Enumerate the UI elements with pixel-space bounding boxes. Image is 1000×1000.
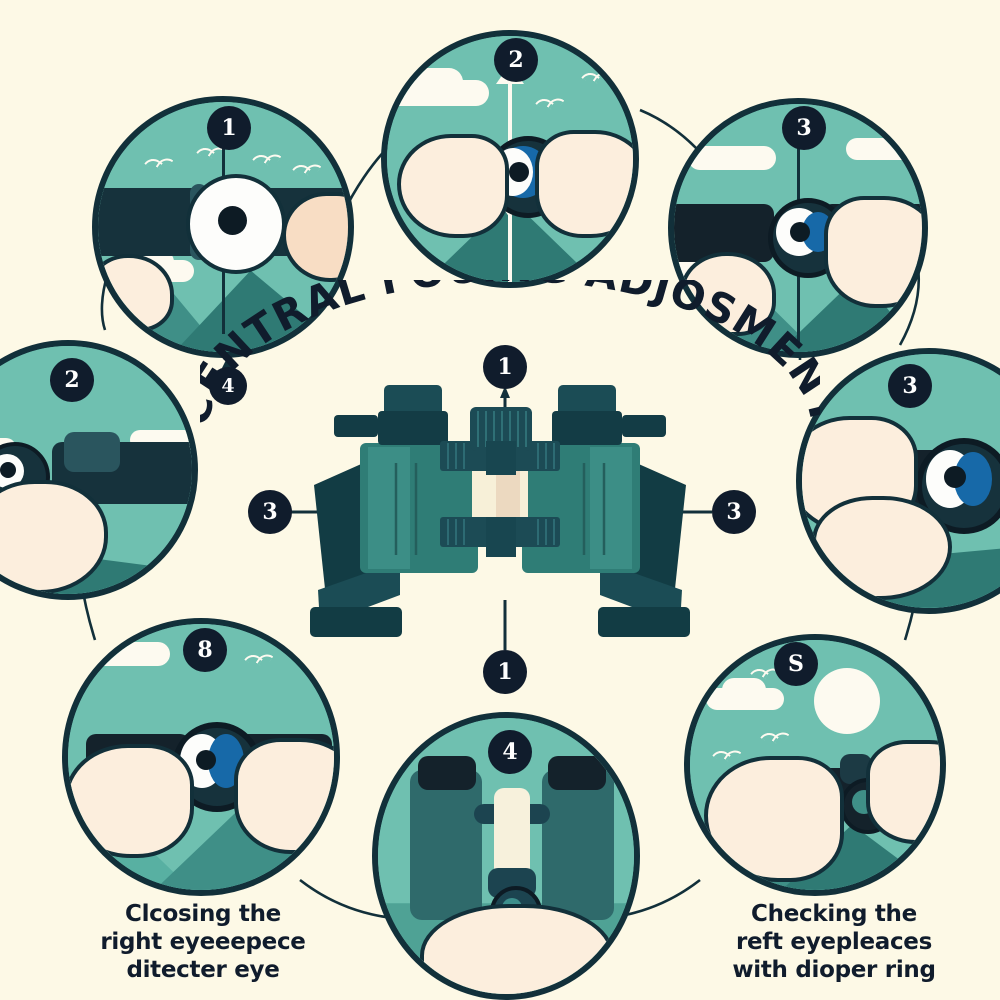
callout-badge-left: 3 — [248, 490, 292, 534]
bird-icon — [762, 732, 788, 742]
eyecup-left — [418, 756, 476, 790]
cloud-shape — [74, 642, 170, 666]
bird-icon — [583, 72, 609, 82]
arrow-down-line — [508, 188, 512, 282]
cloud-shape — [688, 146, 776, 170]
bird-icon — [246, 654, 272, 664]
hand-left — [98, 254, 174, 332]
callout-badge-bottom: 1 — [483, 650, 527, 694]
hand-gripping — [0, 480, 108, 594]
hand-left — [397, 134, 509, 238]
eye-pupil — [196, 750, 216, 770]
callout-badge-top: 1 — [483, 345, 527, 389]
panel-badge: 3 — [782, 106, 826, 150]
bird-icon — [714, 750, 740, 760]
cloud-shape — [846, 138, 922, 160]
binocular-barrel-right — [542, 770, 614, 920]
hand-adjusting — [420, 904, 614, 994]
caption-right: Checking the reft eyepleaces with dioper… — [700, 900, 968, 984]
panel-badge: 3 — [888, 364, 932, 408]
eye-pupil — [944, 466, 966, 488]
caption-right-line2: reft eyepleaces — [735, 929, 933, 956]
panel-badge: 1 — [207, 106, 251, 150]
bird-icon — [294, 164, 320, 174]
panel-badge: 4 — [488, 730, 532, 774]
scene-eyepiece-adjust — [674, 104, 922, 352]
panel-bottom-center[interactable]: 4 — [372, 712, 640, 1000]
panel-top-left[interactable]: 1 — [92, 96, 354, 358]
hand-right — [824, 196, 922, 308]
caption-right-line1: Checking the — [751, 901, 917, 927]
scene-barrel-grip — [0, 346, 192, 594]
panel-badge: 2 — [50, 358, 94, 402]
caption-left-line3: ditecter eye — [126, 957, 280, 984]
panel-badge: 2 — [494, 38, 538, 82]
scene-eyepiece-blue-eye — [802, 354, 1000, 608]
binocular-barrel-left — [410, 770, 482, 920]
connector-badge-up-arrow: 4 — [209, 367, 247, 405]
caption-left-line1: Clcosing the — [125, 901, 281, 927]
hand-right — [234, 738, 334, 854]
arrow-up-line — [508, 72, 512, 144]
bird-icon — [537, 98, 563, 108]
hand-left — [704, 756, 844, 882]
callout-badge-right: 3 — [712, 490, 756, 534]
caption-left-line2: right eyeeepece — [100, 929, 306, 956]
eye-pupil — [790, 222, 810, 242]
cloud-shape — [409, 68, 463, 96]
binocular-prism-housing — [64, 432, 120, 472]
sun-shape — [814, 668, 880, 734]
scene-focus-wheel-turn — [378, 718, 634, 994]
bird-icon — [146, 158, 172, 168]
panel-badge: 8 — [183, 628, 227, 672]
hand-right — [812, 496, 952, 600]
panel-mid-right[interactable]: 3 — [796, 348, 1000, 614]
bird-icon — [254, 154, 280, 164]
hand-right — [866, 740, 940, 844]
eye-pupil — [0, 462, 16, 478]
scene-sun-and-binoculars — [690, 640, 940, 890]
panel-top-right[interactable]: 3 — [668, 98, 928, 358]
panel-bottom-left[interactable]: 8 — [62, 618, 340, 896]
hand-left — [68, 744, 194, 858]
eyecup-right — [548, 756, 606, 790]
panel-top-center[interactable]: 2 — [381, 30, 639, 288]
panel-badge: S — [774, 642, 818, 686]
lens-center-dot — [218, 206, 247, 235]
caption-left: Clcosing the right eyeeepece ditecter ey… — [78, 900, 328, 984]
scene-lens-front-view — [98, 102, 348, 352]
caption-right-line3: with dioper ring — [732, 957, 936, 984]
hand-left — [680, 252, 776, 336]
eye-pupil — [509, 162, 529, 182]
panel-mid-left[interactable]: 2 — [0, 340, 198, 600]
hand-right — [535, 130, 633, 238]
center-focus-column — [494, 788, 530, 878]
panel-bottom-right[interactable]: S — [684, 634, 946, 896]
hand-right — [282, 192, 348, 282]
cloud-shape — [722, 678, 766, 702]
central-binoculars-illustration — [310, 385, 690, 637]
